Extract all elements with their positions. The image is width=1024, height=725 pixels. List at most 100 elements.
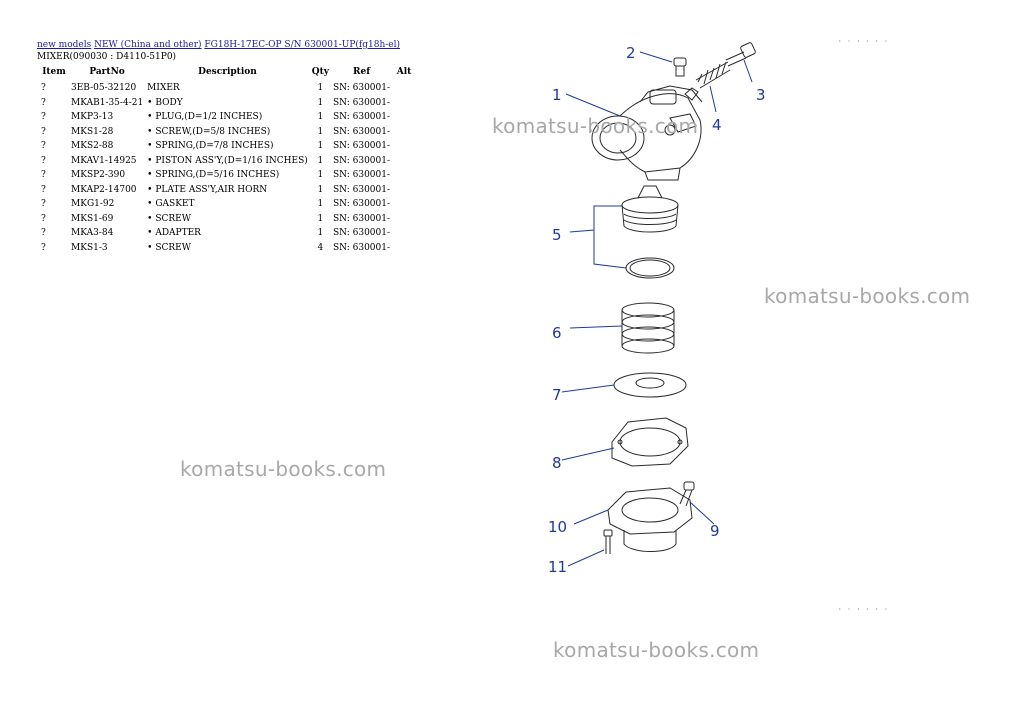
- cell-partno: MKA3-84: [71, 228, 114, 239]
- cell-description: • PLATE ASS'Y,AIR HORN: [147, 184, 268, 195]
- cell-qty: 1: [317, 170, 324, 181]
- callout-3: 3: [756, 86, 766, 104]
- cell-partno: MKAB1-35-4-21: [71, 97, 144, 108]
- cell-alt: [392, 212, 416, 227]
- cell-alt: [392, 125, 416, 140]
- callout-numbers: 1 2 3 4 5 6 7 8 9 10 11: [548, 44, 766, 576]
- table-row: ? MKSP2-390 • SPRING,(D=5/16 INCHES) 1 SN: 6…: [37, 168, 416, 183]
- breadcrumb: new models NEW (China and other) FG18H-1…: [37, 40, 400, 50]
- screw-drawing: [725, 42, 756, 67]
- watermark: komatsu-books.com: [764, 284, 971, 308]
- cell-ref: SN: 630001-: [333, 228, 391, 239]
- header-alt: Alt: [396, 67, 412, 77]
- cell-qty: 1: [317, 155, 324, 166]
- page-subtitle: MIXER(090030 : D4110-51P0): [37, 52, 177, 62]
- callout-5: 5: [552, 226, 562, 244]
- cell-ref: SN: 630001-: [333, 97, 391, 108]
- cell-item: ?: [41, 184, 46, 195]
- cell-description: • ADAPTER: [147, 228, 201, 239]
- cell-description: • SPRING,(D=5/16 INCHES): [147, 170, 280, 181]
- cell-item: ?: [41, 155, 46, 166]
- mixer-body-drawing: [591, 85, 703, 181]
- cell-alt: [392, 226, 416, 241]
- table-header-row: Item PartNo Description Qty Ref Alt: [37, 66, 416, 81]
- cell-ref: SN: 630001-: [333, 242, 391, 253]
- cell-qty: 1: [317, 83, 324, 94]
- cell-ref: SN: 630001-: [333, 184, 391, 195]
- cell-qty: 1: [317, 126, 324, 137]
- callout-9: 9: [710, 522, 720, 540]
- cell-description: • SPRING,(D=7/8 INCHES): [147, 141, 274, 152]
- cell-alt: [392, 241, 416, 256]
- table-row: ? MKG1-92 • GASKET 1 SN: 630001-: [37, 197, 416, 212]
- table-row: ? MKAV1-14925 • PISTON ASS'Y,(D=1/16 INCHE…: [37, 154, 416, 169]
- cell-item: ?: [41, 242, 46, 253]
- adapter-drawing: [607, 487, 693, 552]
- exploded-parts-diagram: 1 2 3 4 5 6 7 8 9 10 11: [548, 42, 766, 576]
- callout-11: 11: [548, 558, 567, 576]
- cell-ref: SN: 630001-: [333, 213, 391, 224]
- watermark: komatsu-books.com: [492, 114, 699, 138]
- plate-drawing: [613, 372, 687, 398]
- cell-ref: SN: 630001-: [333, 170, 391, 181]
- callout-4: 4: [712, 116, 722, 134]
- cell-partno: MKS1-3: [71, 242, 108, 253]
- cell-item: ?: [41, 126, 46, 137]
- cell-description: • PISTON ASS'Y,(D=1/16 INCHES): [147, 155, 308, 166]
- callout-10: 10: [548, 518, 567, 536]
- callout-1: 1: [552, 86, 562, 104]
- cell-qty: 4: [317, 242, 324, 253]
- cell-alt: [392, 81, 416, 96]
- cell-partno: MKS1-69: [71, 213, 114, 224]
- piston-assembly-drawing: [621, 185, 679, 279]
- cell-description: • PLUG,(D=1/2 INCHES): [147, 112, 263, 123]
- cell-item: ?: [41, 141, 46, 152]
- cell-description: • GASKET: [147, 199, 195, 210]
- cell-partno: MKAV1-14925: [71, 155, 137, 166]
- header-item: Item: [42, 67, 66, 77]
- cell-description: • SCREW,(D=5/8 INCHES): [147, 126, 271, 137]
- callout-7: 7: [552, 386, 562, 404]
- cell-item: ?: [41, 170, 46, 181]
- cell-ref: SN: 630001-: [333, 141, 391, 152]
- plug-drawing: [673, 57, 687, 77]
- header-description: Description: [198, 67, 257, 77]
- screw-9-drawing: [679, 481, 695, 507]
- cell-alt: [392, 197, 416, 212]
- watermark: komatsu-books.com: [553, 638, 760, 662]
- cell-qty: 1: [317, 141, 324, 152]
- header-partno: PartNo: [89, 67, 125, 77]
- cell-ref: SN: 630001-: [333, 83, 391, 94]
- cell-ref: SN: 630001-: [333, 199, 391, 210]
- cell-alt: [392, 183, 416, 198]
- breadcrumb-link-new-models[interactable]: new models: [37, 40, 92, 50]
- leader-lines: [561, 51, 753, 567]
- cell-item: ?: [41, 112, 46, 123]
- cell-partno: MKSP2-390: [71, 170, 126, 181]
- cell-partno: 3EB-05-32120: [71, 83, 137, 94]
- cell-qty: 1: [317, 213, 324, 224]
- callout-2: 2: [626, 44, 636, 62]
- cell-partno: MKP3-13: [71, 112, 114, 123]
- cell-qty: 1: [317, 228, 324, 239]
- header-qty: Qty: [311, 67, 330, 77]
- cell-qty: 1: [317, 199, 324, 210]
- breadcrumb-link-model[interactable]: FG18H-17EC-OP S/N 630001-UP(fg18h-el): [204, 40, 401, 50]
- cell-alt: [392, 154, 416, 169]
- gasket-drawing: [611, 417, 689, 467]
- cell-item: ?: [41, 228, 46, 239]
- cell-item: ?: [41, 199, 46, 210]
- breadcrumb-link-region[interactable]: NEW (China and other): [94, 40, 202, 50]
- cell-qty: 1: [317, 112, 324, 123]
- cell-ref: SN: 630001-: [333, 126, 391, 137]
- coil-spring-drawing: [621, 302, 675, 354]
- cell-item: ?: [41, 97, 46, 108]
- cell-ref: SN: 630001-: [333, 155, 391, 166]
- cell-partno: MKG1-92: [71, 199, 115, 210]
- cell-alt: [392, 168, 416, 183]
